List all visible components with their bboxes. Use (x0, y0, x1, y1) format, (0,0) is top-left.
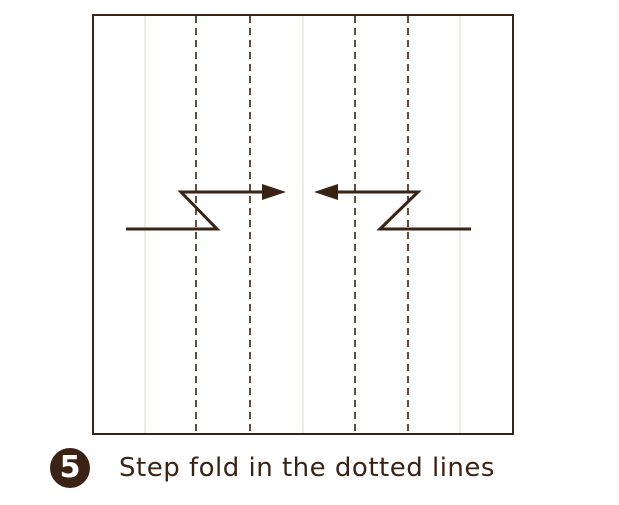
left-step-fold-symbol (126, 190, 272, 231)
left-fold-arrow (126, 184, 286, 231)
right-arrowhead-icon (314, 184, 338, 200)
step-number-badge: 5 (50, 448, 90, 488)
crease-lines (144, 16, 461, 433)
step-caption: 5 Step fold in the dotted lines (50, 448, 495, 488)
right-step-fold-symbol (328, 190, 471, 231)
left-arrowhead-icon (262, 184, 286, 200)
step-instruction: Step fold in the dotted lines (119, 453, 495, 483)
right-fold-arrow (314, 184, 471, 231)
